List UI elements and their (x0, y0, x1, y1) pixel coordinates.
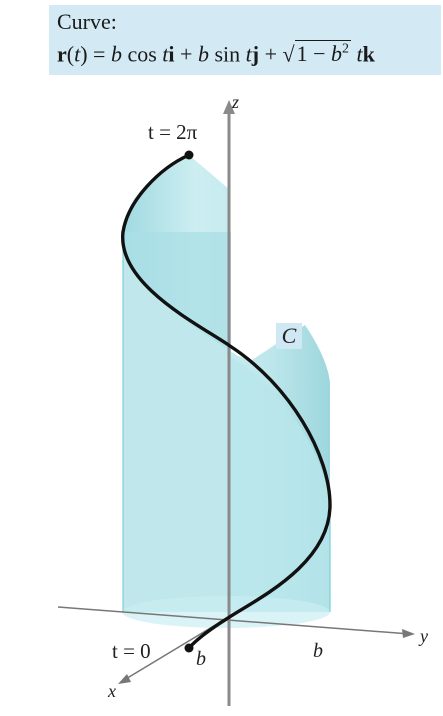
cylinder-right-wall (230, 356, 330, 612)
t-start-label: t = 0 (112, 639, 151, 663)
x-axis-arrow (118, 674, 131, 684)
x-axis-label: x (107, 681, 116, 701)
equation-header: Curve: r(t) = b cos ti + b sin tj + √1 −… (49, 5, 441, 75)
cylinder-base (122, 596, 330, 628)
t-end-label: t = 2π (148, 120, 198, 144)
z-axis-arrow (223, 100, 235, 114)
helix-curve (121, 153, 332, 650)
b-x-label: b (196, 648, 206, 670)
cylinder-back-wall (123, 232, 231, 612)
header-equation: r(t) = b cos ti + b sin tj + √1 − b2 tk (57, 40, 375, 67)
y-axis-line (57, 606, 411, 635)
curve-start-point (184, 643, 194, 653)
b-y-label: b (313, 640, 323, 662)
curve-label-c: C (276, 323, 302, 349)
z-axis-label: z (231, 92, 239, 112)
header-title: Curve: (57, 9, 117, 34)
y-axis-label: y (418, 626, 428, 646)
y-axis-arrow (402, 629, 415, 638)
curve-end-point (184, 150, 194, 160)
